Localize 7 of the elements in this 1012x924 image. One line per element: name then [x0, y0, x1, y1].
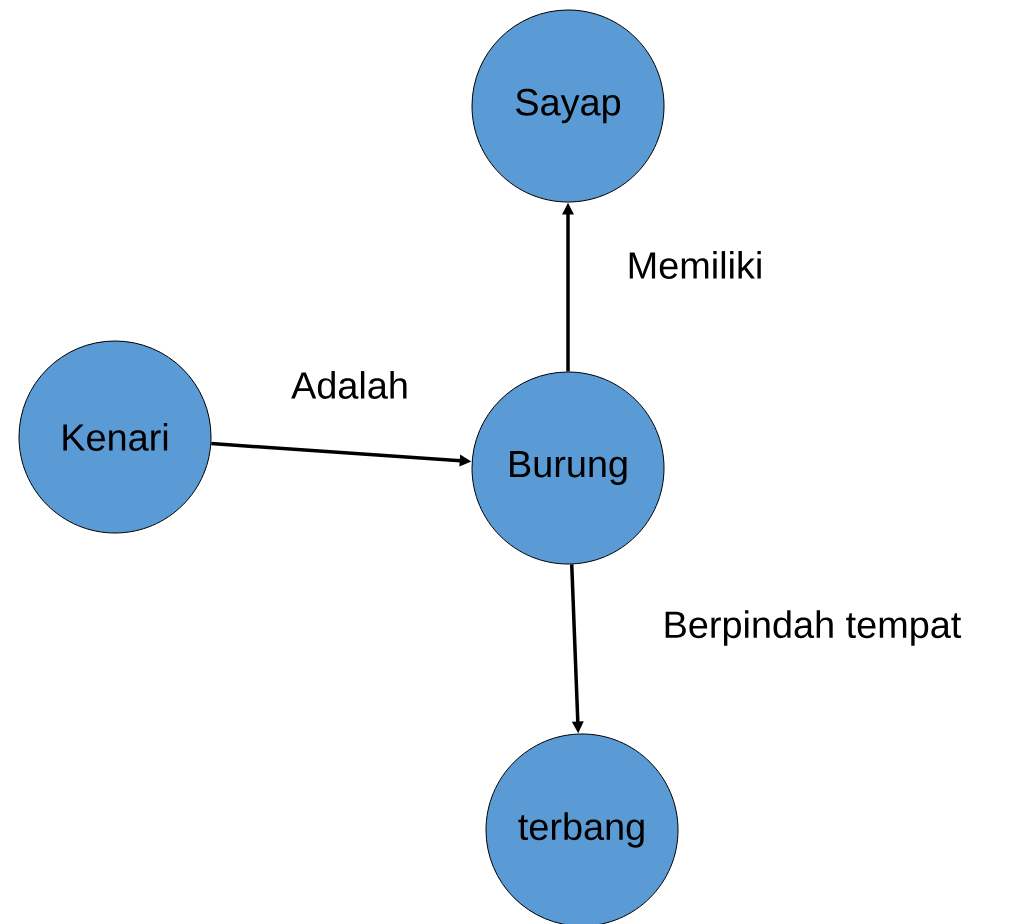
edge-label: Adalah — [289, 369, 411, 401]
circle-node: Kenari — [18, 340, 212, 534]
edge-label: Memiliki — [624, 249, 766, 281]
circle-node: Burung — [471, 371, 665, 565]
circle-node: Sayap — [471, 9, 665, 203]
circle-node: terbang — [485, 733, 679, 924]
edge-label: Berpindah tempat — [660, 608, 964, 648]
